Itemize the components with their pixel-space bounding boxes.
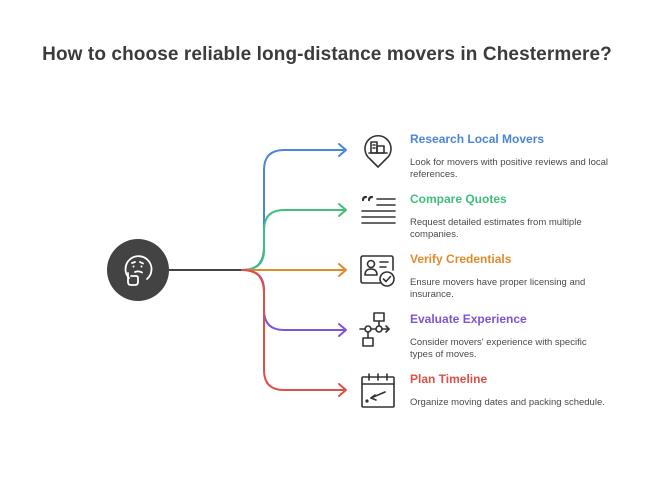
item-desc-verify: Ensure movers have proper licensing and … xyxy=(410,277,586,300)
branch-line-evaluate xyxy=(241,269,346,331)
hub-node xyxy=(107,239,169,301)
flowchart-icon xyxy=(359,312,390,347)
branch-arrow-verify xyxy=(338,263,347,277)
map-pin-building-icon xyxy=(364,134,392,168)
branch-line-plan xyxy=(241,269,346,391)
item-title-evaluate: Evaluate Experience xyxy=(410,312,527,326)
branch-arrow-research xyxy=(338,143,347,157)
item-title-plan: Plan Timeline xyxy=(410,372,488,386)
branch-arrow-plan xyxy=(338,383,347,397)
item-desc-plan: Organize moving dates and packing schedu… xyxy=(410,397,605,408)
quote-lines-icon xyxy=(361,195,396,224)
item-desc-compare: Request detailed estimates from multiple… xyxy=(410,217,582,240)
item-desc-research: Look for movers with positive reviews an… xyxy=(410,157,609,180)
item-title-research: Research Local Movers xyxy=(410,132,545,146)
item-title-compare: Compare Quotes xyxy=(410,192,507,206)
item-desc-evaluate: Consider movers' experience with specifi… xyxy=(410,337,587,360)
branch-line-compare xyxy=(241,209,346,271)
thinking-face-icon xyxy=(124,255,153,286)
branch-arrow-evaluate xyxy=(338,323,347,337)
calendar-icon xyxy=(361,373,395,408)
id-card-check-icon xyxy=(360,255,395,287)
item-title-verify: Verify Credentials xyxy=(410,252,512,266)
branch-arrow-compare xyxy=(338,203,347,217)
diagram-title: How to choose reliable long-distance mov… xyxy=(42,44,612,65)
